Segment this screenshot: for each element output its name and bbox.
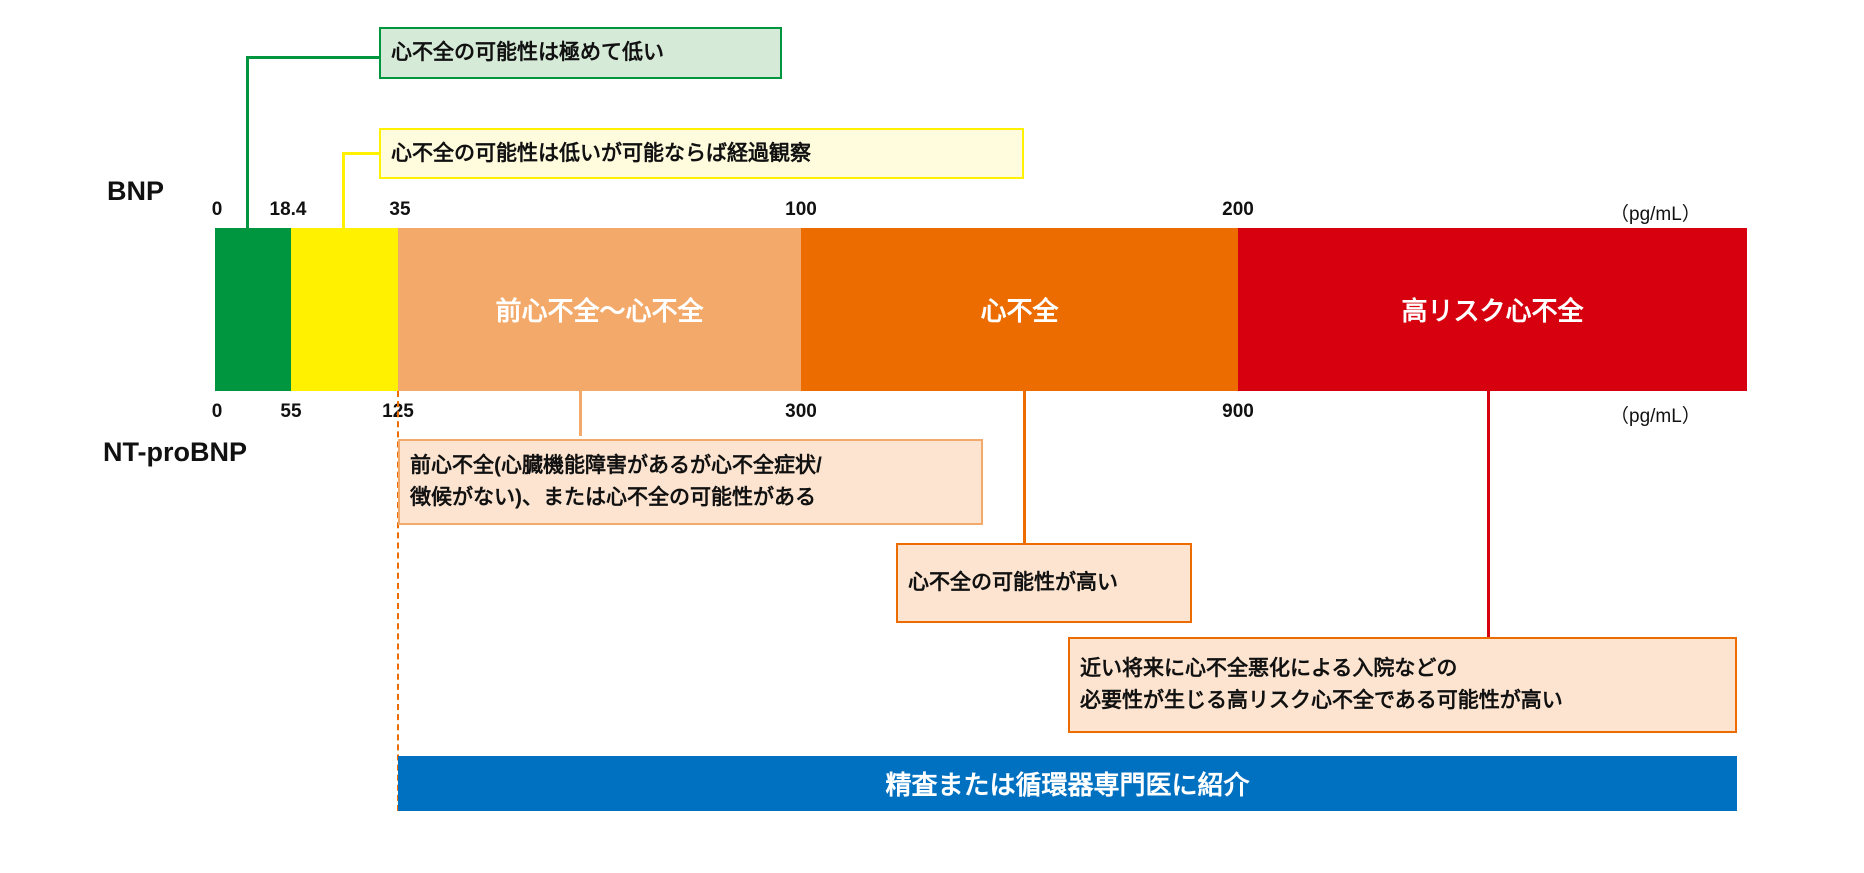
segment-pre-hf: 前心不全～心不全 (398, 228, 801, 391)
callout-text: 徴候がない)、または心不全の可能性がある (410, 486, 816, 509)
callout-text: 必要性が生じる高リスク心不全である可能性が高い (1080, 689, 1563, 712)
ntprobnp-tick: 55 (280, 401, 302, 422)
bnp-tick: 100 (785, 199, 817, 220)
bnp-tick: 18.4 (269, 199, 307, 220)
bnp-tick: 0 (211, 199, 223, 220)
connector-line (246, 56, 380, 59)
bnp-tick: 200 (1222, 199, 1254, 220)
callout-text: 心不全の可能性が高い (908, 571, 1118, 594)
callout-text: 前心不全(心臓機能障害があるが心不全症状/ (410, 454, 822, 477)
callout-text: 心不全の可能性は極めて低い (391, 41, 664, 64)
bnp-unit: （pg/mL） (1610, 204, 1701, 225)
callout-text: 近い将来に心不全悪化による入院などの (1080, 657, 1458, 680)
segment-very-low (215, 228, 291, 391)
referral-banner: 精査または循環器専門医に紹介 (398, 756, 1737, 811)
connector-line (342, 152, 380, 155)
ntprobnp-tick: 900 (1222, 401, 1254, 422)
callout-high-risk: 近い将来に心不全悪化による入院などの 必要性が生じる高リスク心不全である可能性が… (1068, 637, 1737, 733)
connector-line (246, 56, 249, 228)
segment-hf: 心不全 (801, 228, 1238, 391)
segment-low (291, 228, 398, 391)
connector-line (342, 152, 345, 228)
callout-low: 心不全の可能性は低いが可能ならば経過観察 (379, 128, 1024, 179)
bnp-tick: 35 (389, 199, 411, 220)
callout-text: 心不全の可能性は低いが可能ならば経過観察 (391, 141, 811, 165)
callout-hf-likely: 心不全の可能性が高い (896, 543, 1192, 623)
segment-high-risk-hf: 高リスク心不全 (1238, 228, 1747, 391)
dashed-connector-line (397, 391, 399, 811)
ntprobnp-label: NT-proBNP (103, 437, 247, 467)
ntprobnp-unit: （pg/mL） (1610, 406, 1701, 427)
callout-very-low: 心不全の可能性は極めて低い (379, 27, 782, 79)
bnp-label: BNP (107, 176, 165, 206)
connector-line (1487, 391, 1490, 637)
connector-line (579, 373, 582, 436)
ntprobnp-tick: 0 (211, 401, 223, 422)
ntprobnp-tick: 300 (785, 401, 817, 422)
callout-pre-hf: 前心不全(心臓機能障害があるが心不全症状/ 徴候がない)、または心不全の可能性が… (398, 439, 983, 525)
connector-line (1023, 391, 1026, 543)
